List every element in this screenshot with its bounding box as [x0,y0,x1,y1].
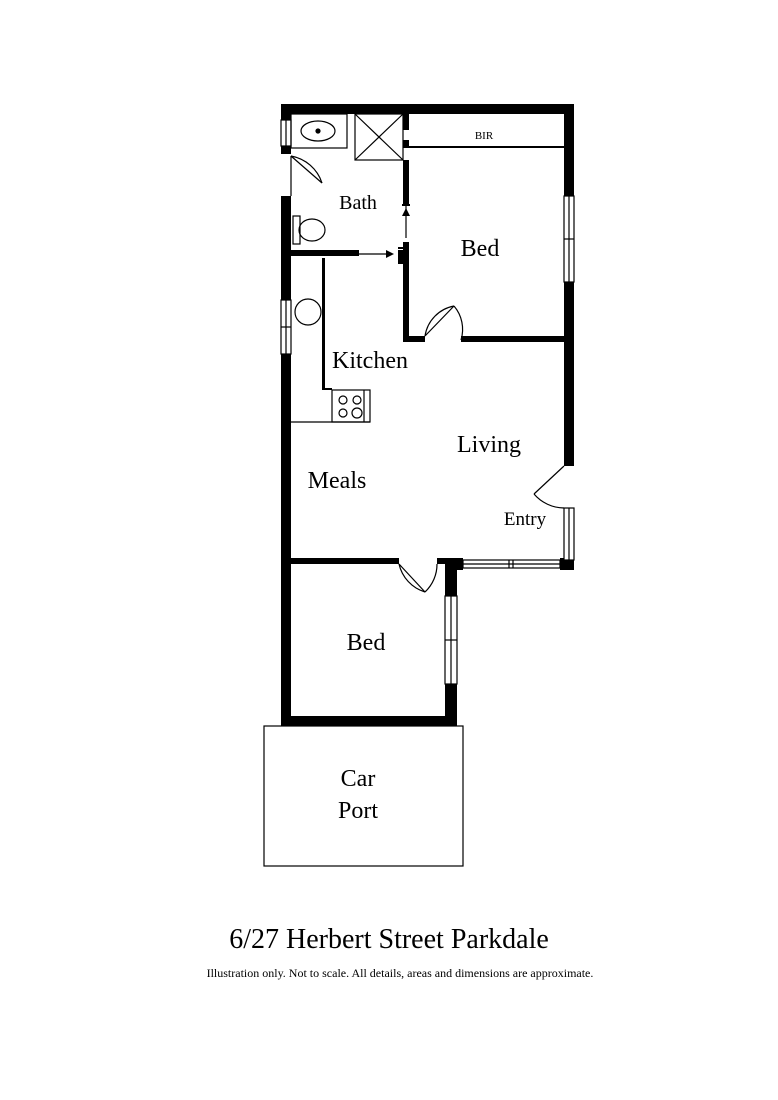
appliance-circle-icon [294,298,322,326]
doors [290,155,565,593]
door-arrows [386,204,410,258]
room-label-meals: Meals [308,468,367,494]
room-label-entry: Entry [504,509,547,530]
fixtures [290,113,404,423]
room-label-kitchen: Kitchen [332,348,408,374]
windows [280,119,575,685]
property-address: 6/27 Herbert Street Parkdale [229,924,549,955]
room-labels: BIR Bath Bed Kitchen Living Meals Entry … [308,130,547,824]
cooktop-icon [331,389,371,423]
room-label-bed2: Bed [347,630,386,656]
vanity-basin-icon [290,113,348,149]
room-label-living: Living [457,432,521,458]
disclaimer-text: Illustration only. Not to scale. All det… [206,966,594,980]
interior-walls [291,114,564,564]
exterior-walls [281,104,574,726]
room-label-carport-line2: Port [338,798,378,824]
toilet-icon [292,215,326,245]
room-label-bath: Bath [339,192,377,214]
shower-icon [354,113,404,161]
room-label-carport-line1: Car [341,766,376,792]
room-label-bed1: Bed [461,236,500,262]
carport-outline [263,725,464,867]
room-label-bir: BIR [475,130,494,142]
